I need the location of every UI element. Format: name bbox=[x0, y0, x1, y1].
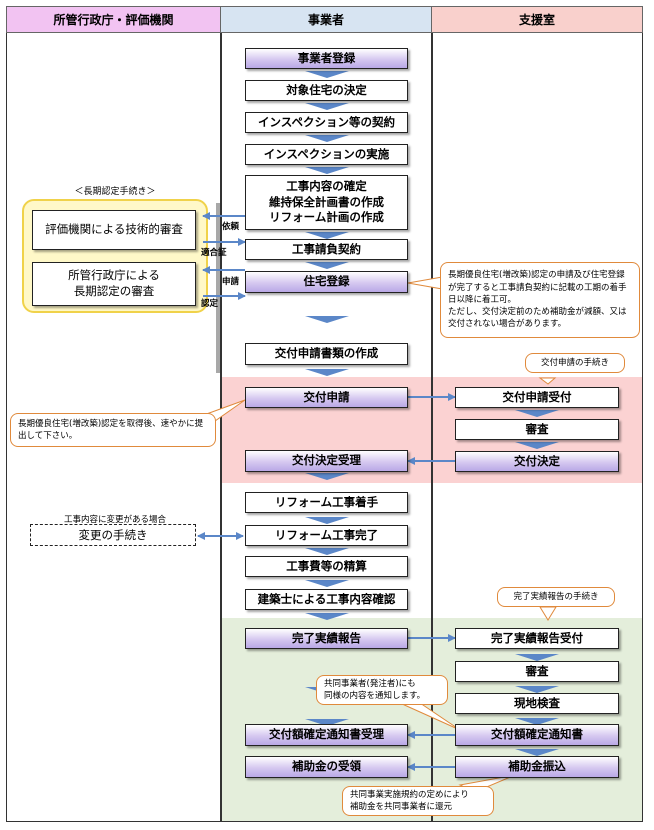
down-arrow bbox=[305, 548, 349, 555]
evaluation-technical-review: 評価機関による技術的審査 bbox=[32, 210, 196, 250]
column-divider-right bbox=[642, 6, 643, 822]
label-nintei: 認定 bbox=[201, 299, 219, 309]
down-arrow bbox=[305, 135, 349, 142]
step-notice-receipt: 交付額確定通知書受理 bbox=[245, 724, 408, 746]
step-application-docs: 交付申請書類の作成 bbox=[245, 343, 408, 365]
support-site-inspection: 現地検査 bbox=[455, 693, 619, 714]
column-divider-left bbox=[6, 6, 7, 822]
step-house-registration: 住宅登録 bbox=[245, 271, 408, 293]
down-arrow bbox=[305, 167, 349, 174]
bottom-border bbox=[6, 821, 643, 822]
support-review-1: 審査 bbox=[455, 419, 619, 440]
down-arrow bbox=[305, 369, 349, 376]
down-arrow bbox=[305, 580, 349, 587]
support-amount-notice: 交付額確定通知書 bbox=[455, 724, 619, 746]
down-arrow bbox=[305, 517, 349, 524]
step-construction-complete: リフォーム工事完了 bbox=[245, 525, 408, 546]
authority-certification-review: 所管行政庁による 長期認定の審査 bbox=[32, 262, 196, 306]
support-review-2: 審査 bbox=[455, 661, 619, 682]
down-arrow bbox=[305, 473, 349, 480]
long-term-procedure-title: ＜長期認定手続き＞ bbox=[74, 187, 156, 197]
down-arrow bbox=[515, 442, 559, 449]
callout-construction-start-note: 長期優良住宅(増改築)認定の申請及び住宅登録が完了すると工事請負契約に記載の工期… bbox=[440, 262, 640, 338]
down-arrow bbox=[515, 410, 559, 417]
header-left: 所管行政庁・評価機関 bbox=[6, 6, 221, 33]
step-cost-settlement: 工事費等の精算 bbox=[245, 556, 408, 577]
column-divider-2 bbox=[431, 6, 433, 822]
callout-application-procedure: 交付申請の手続き bbox=[525, 353, 625, 373]
down-arrow bbox=[305, 103, 349, 110]
step-architect-check: 建築士による工事内容確認 bbox=[245, 589, 408, 610]
change-procedure-box: 変更の手続き bbox=[30, 524, 196, 546]
support-subsidy-transfer: 補助金振込 bbox=[455, 756, 619, 778]
down-arrow bbox=[305, 262, 349, 269]
down-arrow bbox=[305, 232, 349, 239]
callout-completion-procedure: 完了実績報告の手続き bbox=[497, 587, 615, 607]
step-completion-report: 完了実績報告 bbox=[245, 628, 408, 649]
callout-joint-notice: 共同事業者(発注者)にも 同様の内容を通知します。 bbox=[316, 675, 448, 705]
support-report-receipt: 完了実績報告受付 bbox=[455, 628, 619, 649]
down-arrow bbox=[305, 71, 349, 78]
header-right: 支援室 bbox=[431, 6, 643, 33]
step-construction-start: リフォーム工事着手 bbox=[245, 492, 408, 513]
step-inspection: インスペクションの実施 bbox=[245, 144, 408, 165]
step-application: 交付申請 bbox=[245, 387, 408, 408]
step-business-registration: 事業者登録 bbox=[245, 48, 408, 69]
down-arrow bbox=[515, 749, 559, 756]
step-decision-receipt: 交付決定受理 bbox=[245, 450, 408, 472]
callout-submit-promptly: 長期優良住宅(増改築)認定を取得後、速やかに提出して下さい。 bbox=[10, 413, 216, 447]
change-note: 工事内容に変更がある場合 bbox=[63, 515, 166, 525]
label-tekigosho: 適合証 bbox=[201, 248, 227, 258]
down-arrow bbox=[305, 613, 349, 620]
down-arrow bbox=[305, 719, 349, 726]
step-contract: 工事請負契約 bbox=[245, 239, 408, 260]
step-inspection-contract: インスペクション等の契約 bbox=[245, 112, 408, 133]
down-arrow bbox=[515, 686, 559, 693]
callout-subsidy-return: 共同事業実施規約の定めにより 補助金を共同事業者に還元 bbox=[342, 786, 494, 816]
support-application-receipt: 交付申請受付 bbox=[455, 387, 619, 408]
step-target-house: 対象住宅の決定 bbox=[245, 80, 408, 101]
down-arrow bbox=[515, 718, 559, 725]
step-work-plan: 工事内容の確定 維持保全計画書の作成 リフォーム計画の作成 bbox=[245, 175, 408, 230]
label-shinsei: 申請 bbox=[222, 277, 240, 287]
down-arrow bbox=[515, 654, 559, 661]
header-center: 事業者 bbox=[220, 6, 432, 33]
down-arrow bbox=[305, 316, 349, 323]
step-subsidy-receipt: 補助金の受領 bbox=[245, 756, 408, 778]
label-irai: 依頼 bbox=[222, 222, 240, 232]
support-grant-decision: 交付決定 bbox=[455, 451, 619, 472]
